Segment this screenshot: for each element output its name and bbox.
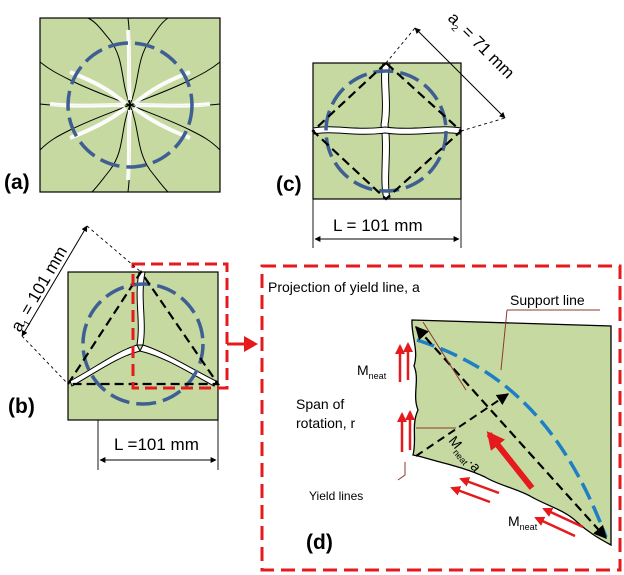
panel-b: a1 = 101 mm L =101 mm (b) — [7, 225, 258, 470]
zoom-connector-arrow — [227, 336, 258, 352]
y-crack-b — [69, 271, 217, 387]
mneat-bottom-label: Mneat — [508, 513, 538, 532]
a1-ext-line-2 — [21, 335, 69, 385]
support-pointer-2 — [500, 309, 508, 371]
panel-label-c: (c) — [276, 173, 302, 196]
L-b-label: L =101 mm — [114, 435, 199, 454]
projection-label: Projection of yield line, a — [268, 279, 420, 295]
mneat-left-label: Mneat — [357, 362, 387, 381]
yield-circle-c — [324, 69, 448, 193]
a1-ext-line-1 — [86, 225, 142, 273]
cross-crack-c — [312, 62, 462, 200]
panel-label-b: (b) — [8, 395, 35, 418]
a1-dim-arrow — [21, 225, 88, 337]
L-c-label: L = 101 mm — [333, 216, 423, 235]
support-line-label: Support line — [510, 292, 585, 308]
zoom-box-b — [131, 262, 229, 390]
zoom-box-d — [260, 264, 622, 572]
panel-label-a: (a) — [4, 171, 30, 194]
yield-pointer — [397, 462, 406, 481]
a1-label: a1 = 101 mm — [7, 243, 73, 336]
projection-pointer — [422, 321, 467, 391]
yield-circle-b — [81, 282, 205, 406]
span-label-1: Span of — [296, 396, 344, 412]
diagonal-d — [415, 326, 607, 539]
panel-a: (a) — [4, 17, 221, 194]
support-triangle-b — [67, 270, 221, 386]
yield-circle-a — [66, 41, 194, 169]
mneat-a-arrow — [486, 431, 535, 490]
support-diamond-c — [311, 61, 463, 201]
moment-arrows-bottom — [450, 477, 584, 538]
panel-c: a2 = 71 mm L = 101 mm (c) — [276, 8, 518, 248]
yield-lines-label: Yield lines — [309, 489, 363, 503]
a2-ext-line-2 — [460, 117, 506, 132]
a2-dim-arrow — [414, 27, 506, 119]
a2-ext-line-1 — [385, 27, 416, 64]
span-r-line — [415, 393, 509, 457]
moment-arrows-left — [395, 342, 415, 452]
span-label-2: rotation, r — [296, 415, 355, 431]
panel-label-d: (d) — [306, 531, 333, 554]
panel-d: Projection of yield line, a Support line… — [260, 264, 622, 572]
